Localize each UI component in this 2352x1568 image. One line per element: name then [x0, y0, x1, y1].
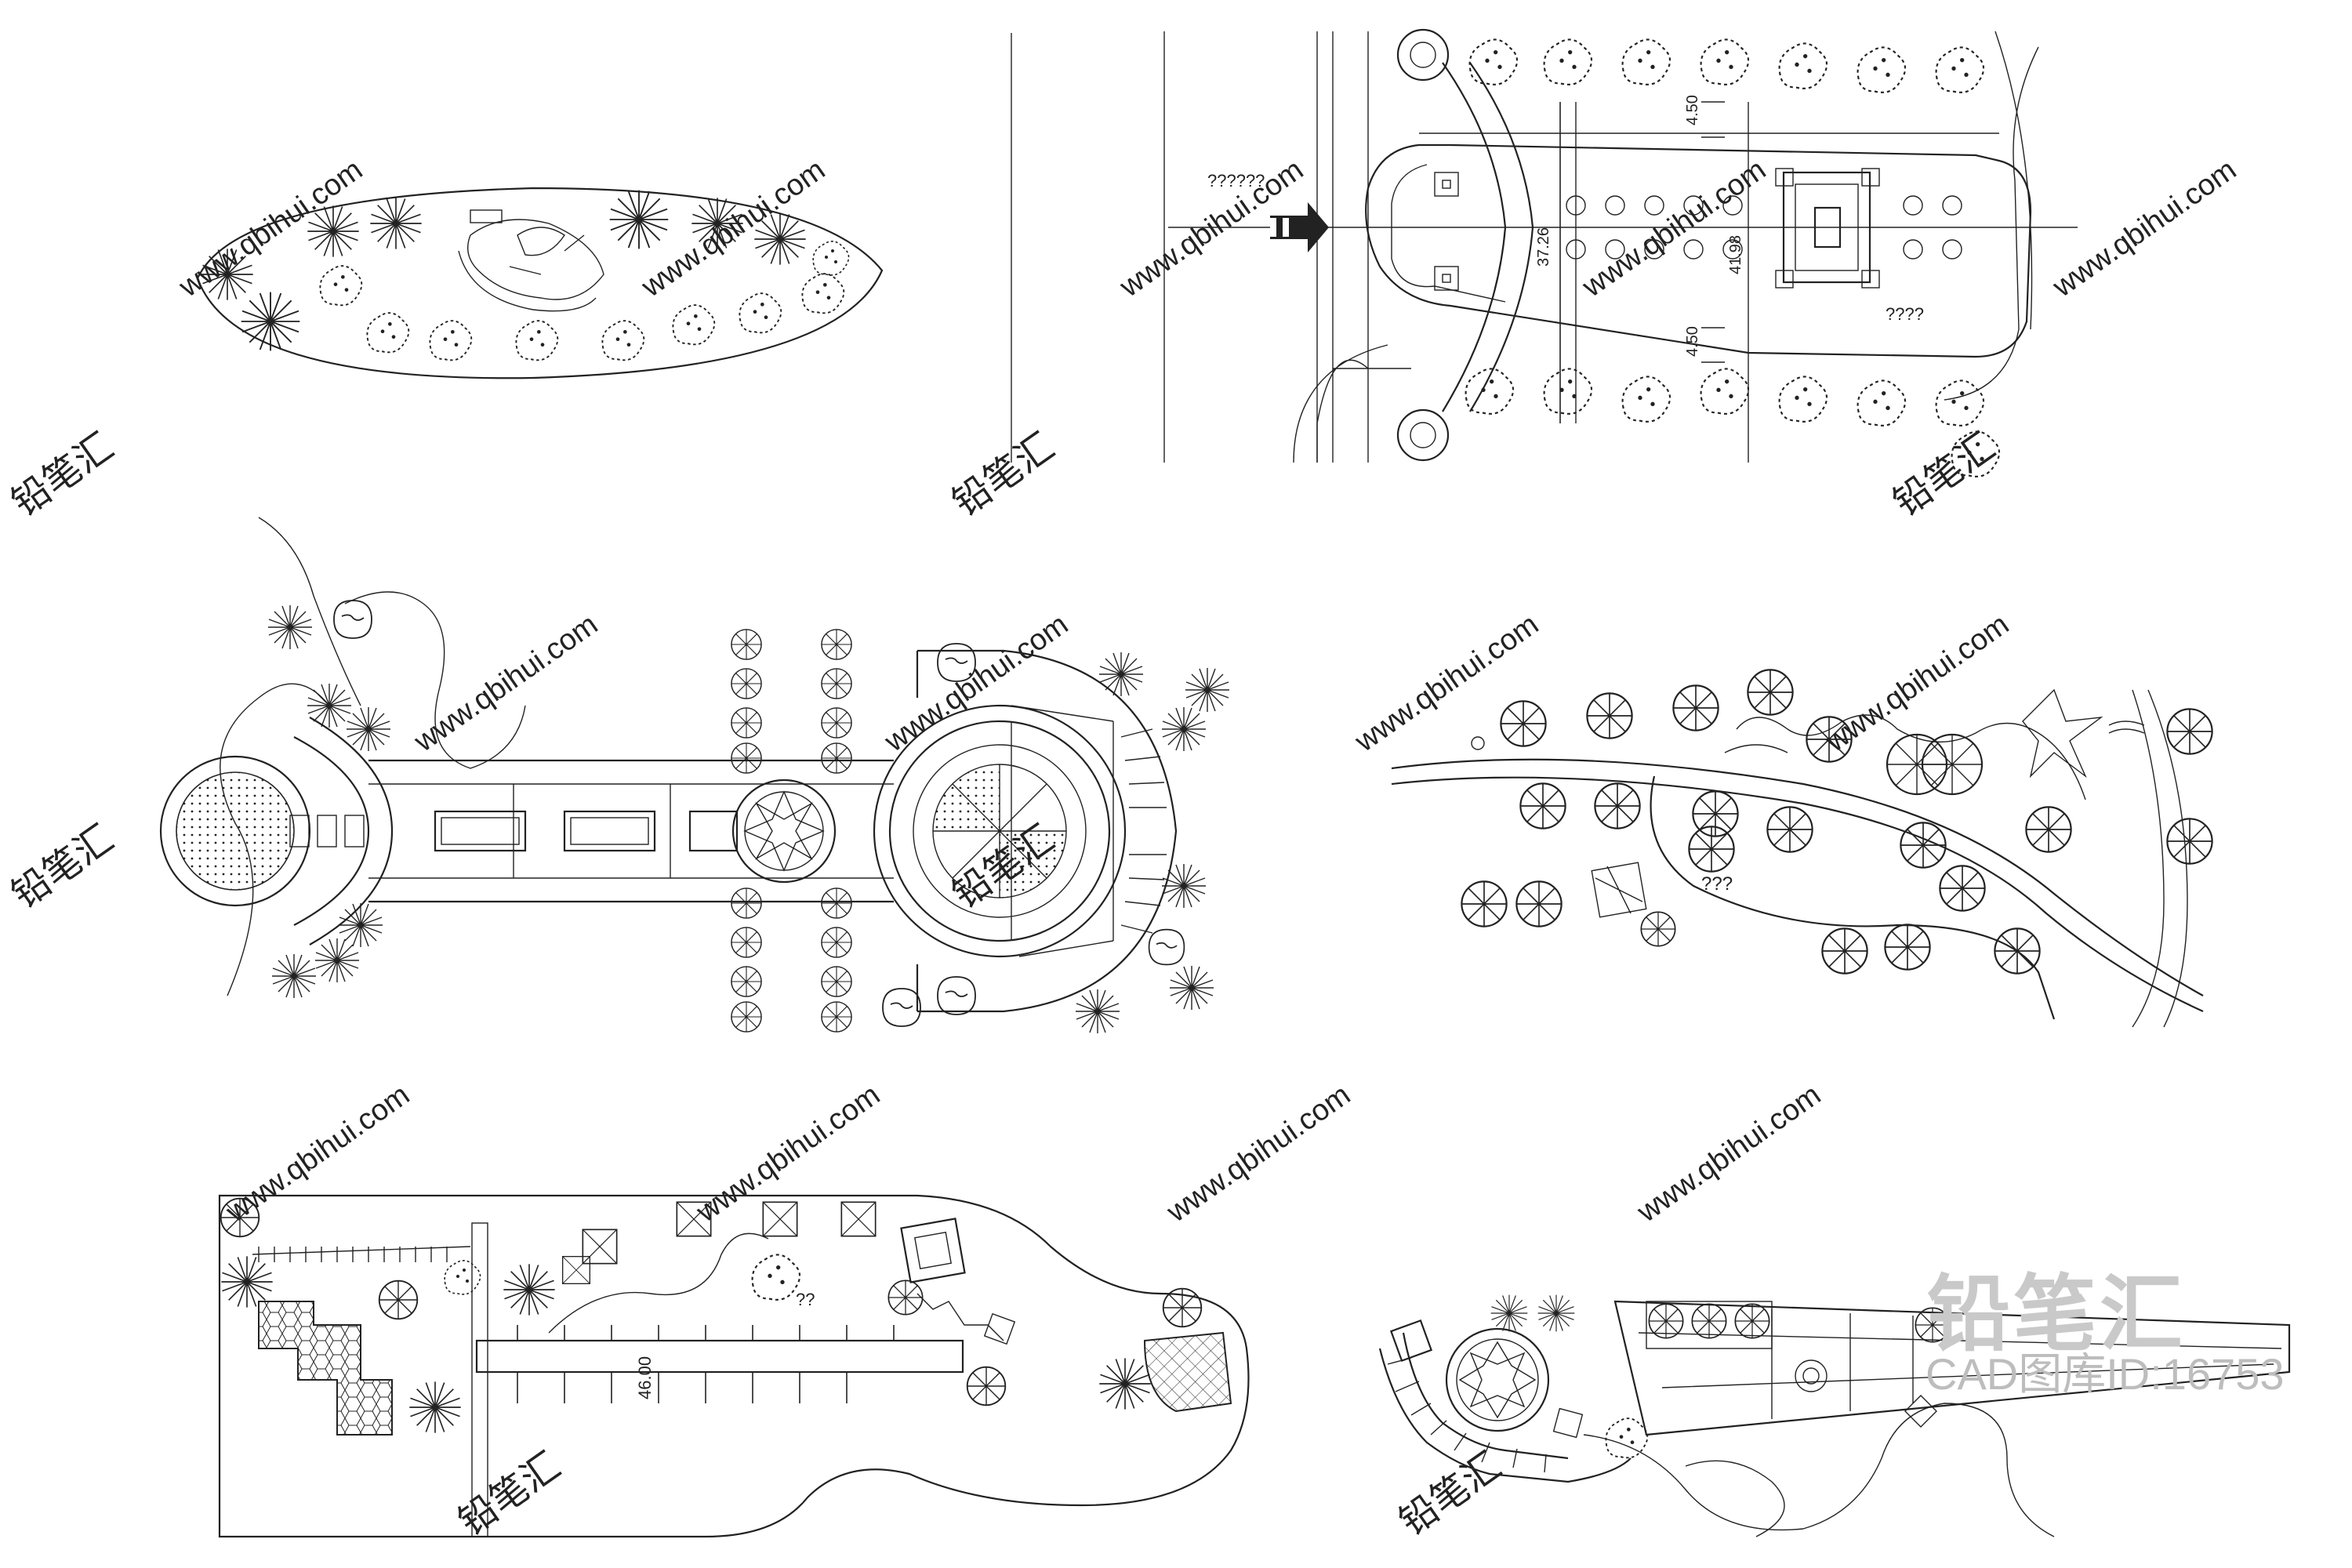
- watermark-brand: 铅笔汇: [946, 426, 1062, 524]
- cad-id-label: CAD图库ID:16753: [1926, 1349, 2285, 1399]
- entry-note: ??????: [1207, 171, 1265, 191]
- plan-bottle-shaped: 46.00 ??: [218, 1194, 1250, 1538]
- tree-columns: [731, 629, 852, 1033]
- plan-flower-plaza: [1378, 1294, 2291, 1537]
- watermark-text: www.qbihui.com: [2046, 153, 2242, 303]
- watermark-text: www.qbihui.com: [220, 1078, 416, 1229]
- plan-square: ?????? ???? 4.50 37.26 41.98 4.50: [1163, 28, 2078, 477]
- watermark-brand: 铅笔汇: [5, 426, 121, 524]
- watermark-brand: 铅笔汇: [1886, 426, 2002, 524]
- tree-row-bottom: [1465, 368, 2001, 477]
- watermark-text: www.qbihui.com: [1160, 1078, 1356, 1229]
- watermark-text: www.qbihui.com: [878, 608, 1074, 758]
- plan-axial-plaza: [159, 517, 1230, 1034]
- entrance-arrow-icon: [1270, 202, 1329, 252]
- watermark-text: www.qbihui.com: [690, 1078, 886, 1229]
- watermark-text: www.qbihui.com: [1576, 153, 1772, 303]
- watermark-text: www.qbihui.com: [1631, 1078, 1827, 1229]
- plan-curved-path: ???: [1391, 669, 2213, 1028]
- plan-ellipse-park: [196, 187, 884, 379]
- watermark-text: www.qbihui.com: [408, 608, 604, 758]
- watermark-brand: 铅笔汇: [452, 1445, 568, 1544]
- dim-bottom: 4.50: [1684, 326, 1701, 357]
- tree-row-top: [1468, 38, 1985, 93]
- bottom-left-note: ??: [796, 1290, 815, 1309]
- watermark-text: www.qbihui.com: [1348, 608, 1544, 758]
- brand-logo-text: 铅笔汇: [1927, 1269, 2186, 1361]
- wheel-features: [1886, 733, 1984, 796]
- dim-width: 37.26: [1535, 227, 1552, 267]
- watermark-brand: 铅笔汇: [1392, 1445, 1508, 1544]
- dim-top: 4.50: [1684, 95, 1701, 125]
- center-note: ????: [1886, 304, 1924, 324]
- bottom-left-dim: 46.00: [635, 1356, 655, 1399]
- dim-mid: 41.98: [1727, 235, 1744, 274]
- watermark-brand: 铅笔汇: [5, 818, 121, 916]
- mid-right-note: ???: [1701, 873, 1733, 895]
